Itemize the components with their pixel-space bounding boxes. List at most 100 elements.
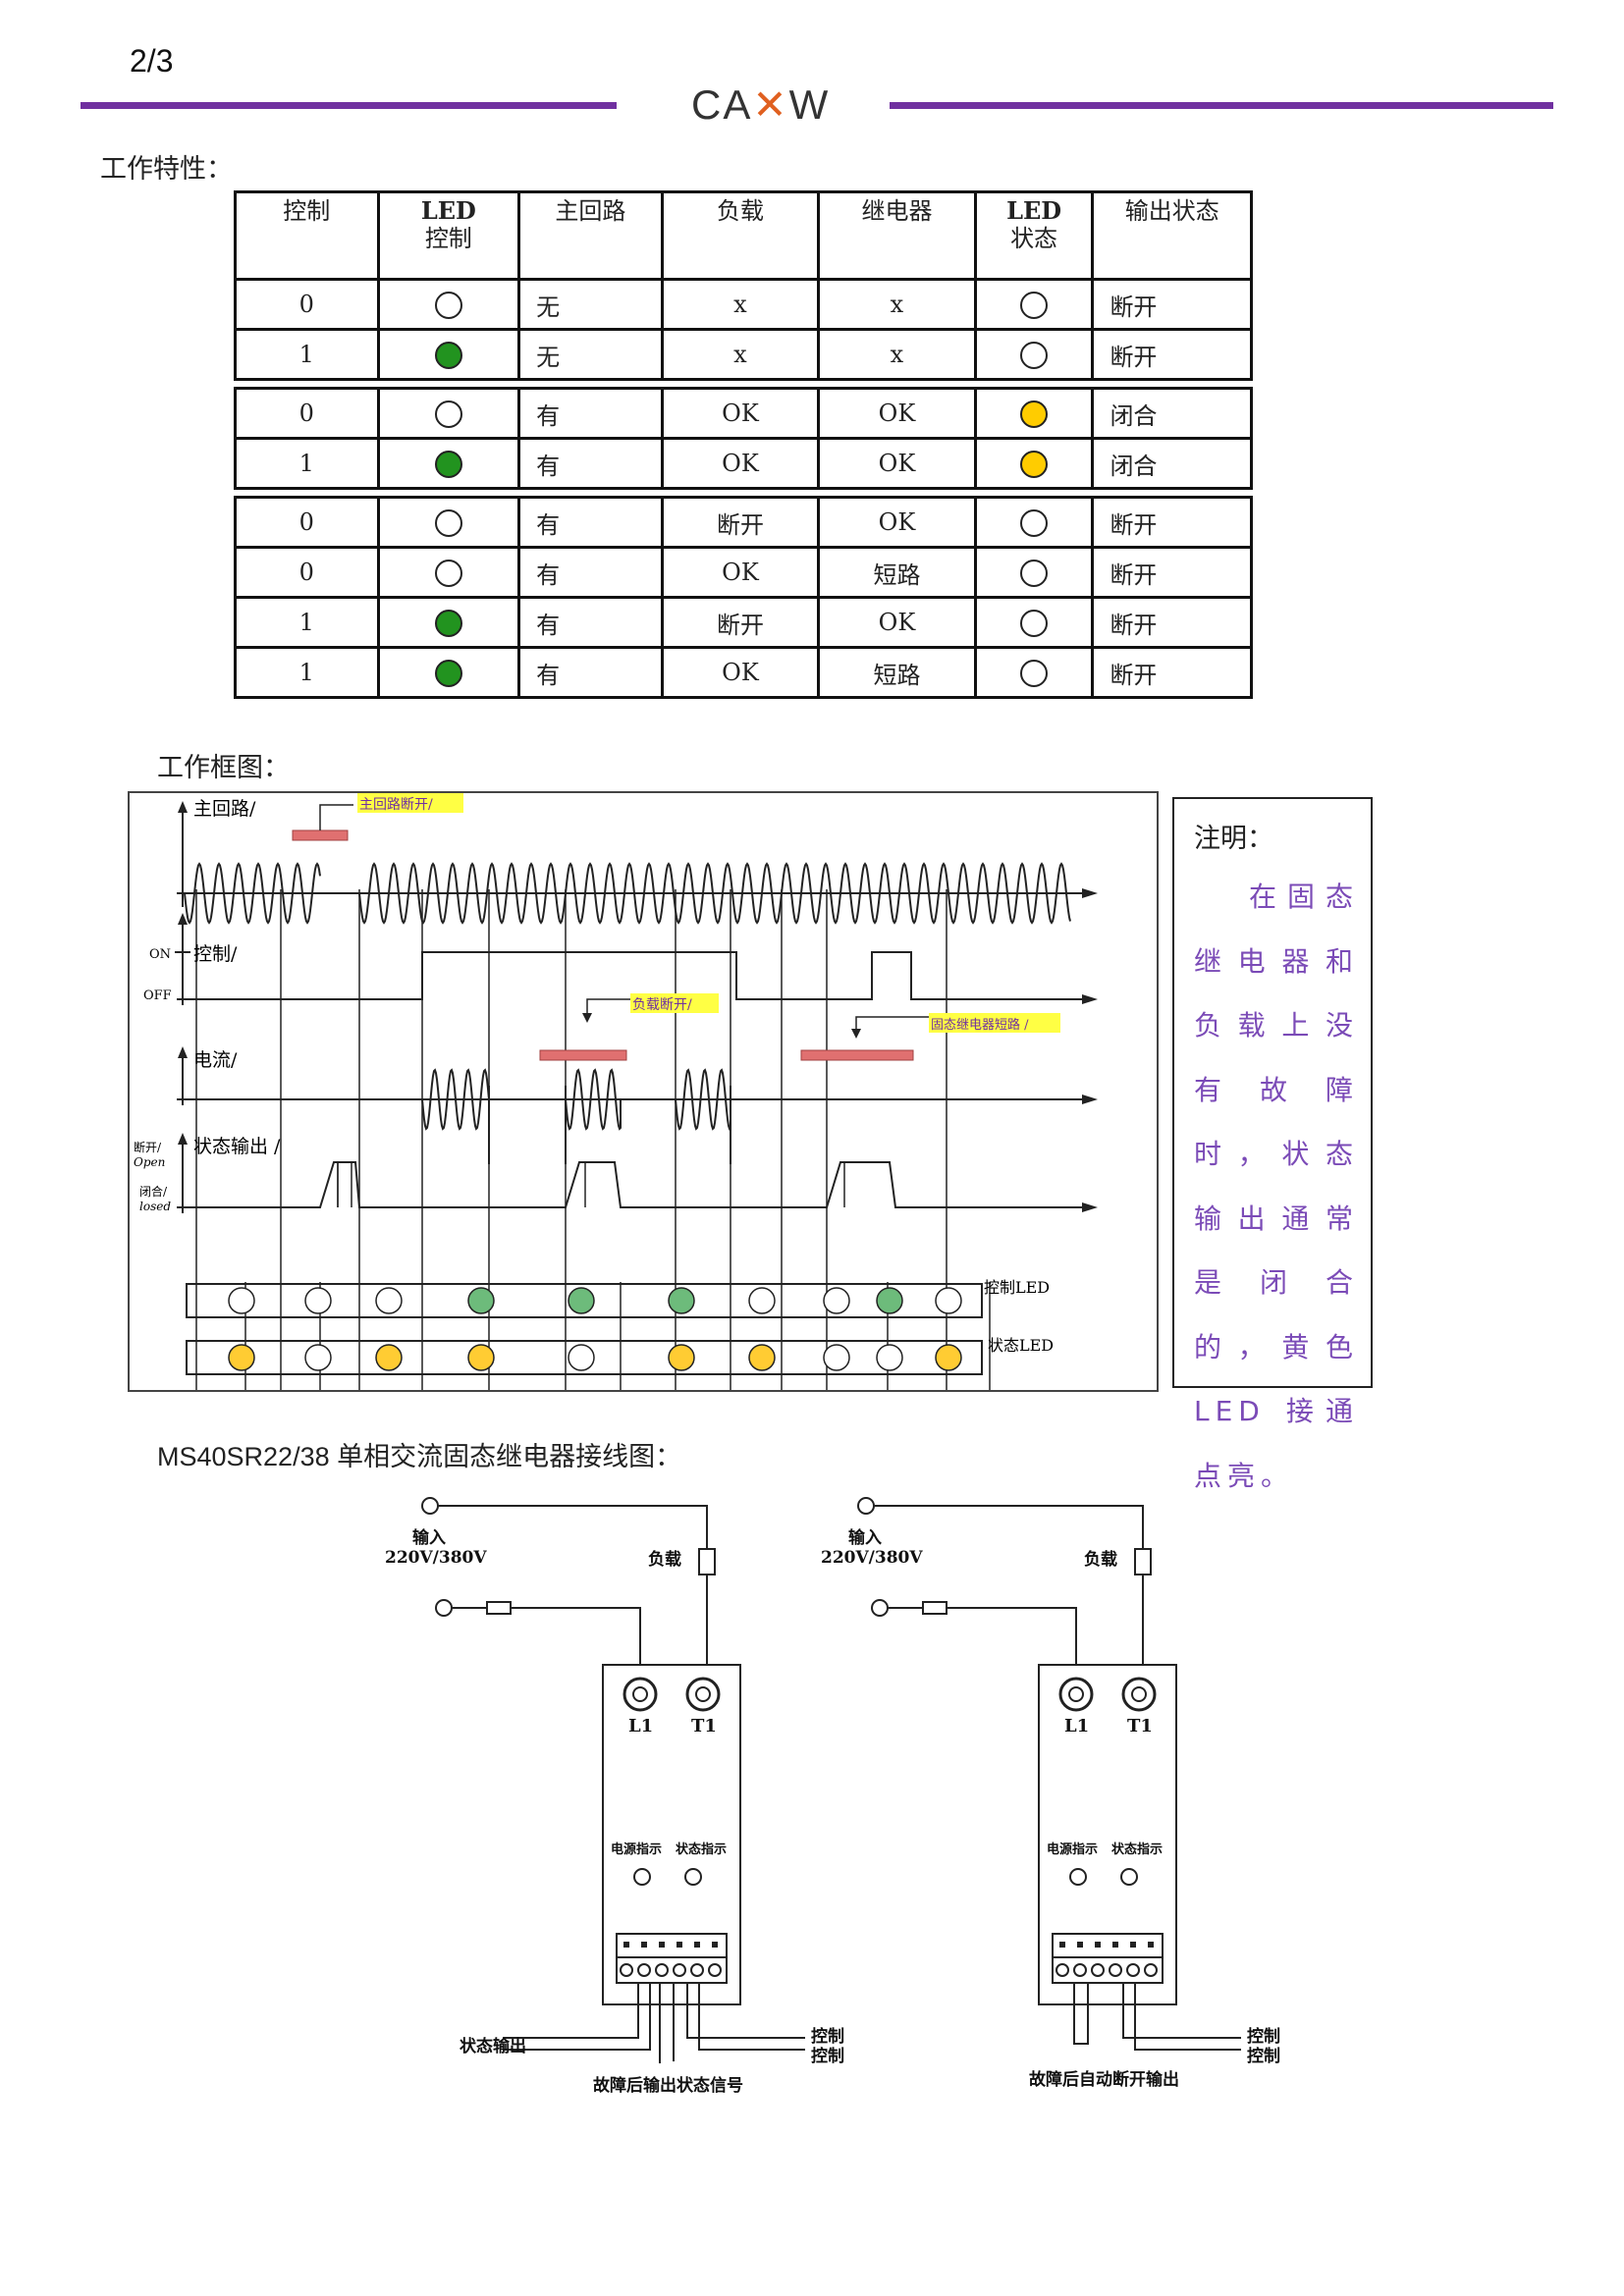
spec-header-2: 主回路 [517,190,664,281]
left-t1-label: T1 [691,1716,717,1736]
cell-load: x [660,278,821,331]
led-indicator-icon [434,659,462,687]
led-indicator-icon [1020,659,1049,687]
right-power-ind-label: 电源指示 [1047,1842,1098,1857]
label-open-cn: 断开/ [134,1140,162,1154]
spec-section-title: 工作特性： [100,154,233,185]
ctrl-led-icon [876,1287,903,1314]
header-rule-left [81,102,617,109]
cell-led-ctrl [376,496,521,549]
cell-led-state [973,546,1095,599]
terminal-screw-icon [637,1963,651,1977]
note-body: 在固态继电器和负载上没有故障时，状态输出通常是闭合的，黄色 LED 接通点亮。 [1194,881,1359,1492]
cell-ctrl: 0 [234,546,380,599]
label-load-break: 负载断开/ [632,997,692,1013]
state-led-icon [823,1344,850,1371]
cell-relay: 短路 [817,646,977,699]
cell-relay: 短路 [817,546,977,599]
ctrl-led-icon [935,1287,962,1314]
cell-main: 有 [517,646,664,699]
cell-led-state [973,387,1095,440]
state-led-icon [935,1344,962,1371]
cell-ctrl: 1 [234,646,380,699]
cell-ctrl: 1 [234,328,380,381]
terminal-screw-icon [1056,1963,1069,1977]
label-off: OFF [143,988,172,1003]
label-current: 电流/ [193,1049,238,1071]
spec-header-3: 负载 [660,190,821,281]
right-ctrl1-label: 控制 [1247,2026,1280,2047]
right-status-ind-label: 状态指示 [1111,1842,1163,1857]
cell-led-ctrl [376,646,521,699]
label-relay-short: 固态继电器短路 / [931,1017,1029,1033]
left-load-label: 负载 [648,1549,681,1570]
ctrl-led-icon [467,1287,495,1314]
state-led-icon [467,1344,495,1371]
led-indicator-icon [1020,400,1049,428]
cell-led-ctrl [376,596,521,649]
cell-out: 断开 [1091,278,1253,331]
cell-ctrl: 0 [234,496,380,549]
left-voltage-label: 220V/380V [385,1548,487,1568]
cell-relay: x [817,328,977,381]
terminal-screw-icon [690,1963,704,1977]
left-power-ind-label: 电源指示 [611,1842,662,1857]
led-indicator-icon [434,609,462,637]
header-rule-right [890,102,1553,109]
led-indicator-icon [1020,450,1049,478]
spec-header-4: 继电器 [817,190,977,281]
state-led-icon [876,1344,903,1371]
cell-led-state [973,496,1095,549]
terminal-screw-icon [1091,1963,1105,1977]
label-main-break: 主回路断开/ [359,797,433,813]
label-closed-en: losed [139,1200,171,1213]
right-t1-label: T1 [1127,1716,1153,1736]
terminal-screw-icon [1109,1963,1122,1977]
cell-led-state [973,437,1095,490]
left-caption: 故障后输出状态信号 [593,2075,743,2096]
note-box: 注明： 在固态继电器和负载上没有故障时，状态输出通常是闭合的，黄色 LED 接通… [1172,797,1373,1492]
cell-ctrl: 0 [234,387,380,440]
wiring-diagram-left: 输入 220V/380V 负载 L1 T1 电源指示 状态指示 状态输出 控制 … [385,1497,844,2096]
label-state-led: 状态LED [988,1336,1054,1355]
cell-load: OK [660,437,821,490]
cell-load: OK [660,387,821,440]
label-main: 主回路/ [193,798,256,820]
cell-out: 闭合 [1091,387,1253,440]
cell-led-ctrl [376,328,521,381]
left-status-ind-label: 状态指示 [676,1842,727,1857]
cell-led-state [973,596,1095,649]
led-indicator-icon [1020,609,1049,637]
wiring-diagram-right: 输入 220V/380V 负载 L1 T1 电源指示 状态指示 控制 控制 故障… [821,1497,1280,2090]
cell-relay: OK [817,437,977,490]
cell-out: 断开 [1091,496,1253,549]
cell-led-ctrl [376,387,521,440]
cell-led-state [973,328,1095,381]
state-led-icon [375,1344,403,1371]
cell-led-state [973,646,1095,699]
cell-main: 有 [517,596,664,649]
led-indicator-icon [434,508,462,537]
ctrl-led-icon [748,1287,776,1314]
terminal-screw-icon [673,1963,686,1977]
cell-relay: OK [817,596,977,649]
cell-relay: OK [817,496,977,549]
timing-diagram: 主回路/ 主回路断开/ ON OFF 控制/ 负载断开/ 固态继电器短路 / 电… [128,791,1159,1392]
cell-load: OK [660,646,821,699]
cell-main: 有 [517,387,664,440]
cell-load: OK [660,546,821,599]
cell-out: 断开 [1091,596,1253,649]
terminal-screw-icon [1126,1963,1140,1977]
right-caption: 故障后自动断开输出 [1029,2069,1179,2090]
led-indicator-icon [434,450,462,478]
cell-led-ctrl [376,278,521,331]
label-on: ON [149,947,171,962]
diagram-section-title: 工作框图： [157,753,290,783]
left-l1-label: L1 [628,1716,653,1736]
